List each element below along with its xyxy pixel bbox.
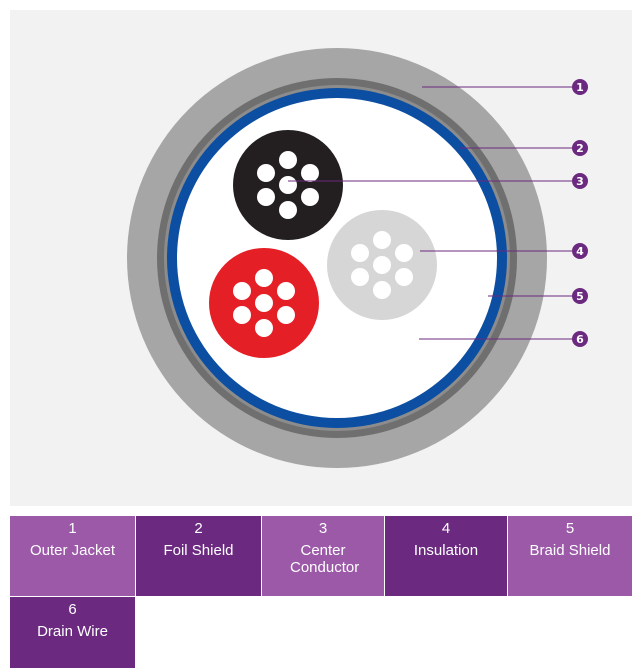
legend-item-foil-shield: 2 Foil Shield — [136, 516, 261, 596]
legend-number: 1 — [68, 520, 77, 537]
legend-label: Insulation — [413, 542, 479, 559]
callout-badge-2: 2 — [572, 140, 588, 156]
conductor-black — [233, 130, 343, 240]
callout-badge-4: 4 — [572, 243, 588, 259]
callout-badge-3: 3 — [572, 173, 588, 189]
legend-label: Outer Jacket — [29, 542, 116, 559]
callout-badge-6: 6 — [572, 331, 588, 347]
legend-label: Center Conductor — [290, 542, 360, 576]
cable-cross-section-diagram: 1 2 3 4 5 6 — [10, 10, 632, 506]
legend-number: 6 — [68, 601, 77, 618]
legend-item-outer-jacket: 1 Outer Jacket — [10, 516, 135, 596]
legend-number: 4 — [441, 520, 451, 537]
legend-item-insulation: 4 Insulation — [385, 516, 507, 596]
callout-badge-5: 5 — [572, 288, 588, 304]
legend-label: Drain Wire — [37, 623, 108, 640]
legend-number: 2 — [194, 520, 203, 537]
legend-label: Foil Shield — [163, 542, 234, 559]
legend-item-braid-shield: 5 Braid Shield — [508, 516, 632, 596]
svg-text:5: 5 — [576, 290, 584, 303]
legend-label: Braid Shield — [529, 542, 611, 559]
conductor-red — [209, 248, 319, 358]
svg-text:1: 1 — [576, 81, 584, 94]
conductor-white — [327, 210, 437, 320]
svg-text:6: 6 — [576, 333, 584, 346]
cable-svg: 1 2 3 4 5 6 — [127, 48, 588, 468]
legend-number: 5 — [565, 520, 575, 537]
legend-item-drain-wire: 6 Drain Wire — [10, 597, 135, 668]
legend-number: 3 — [318, 520, 328, 537]
svg-text:3: 3 — [576, 175, 584, 188]
svg-text:4: 4 — [576, 245, 584, 258]
svg-text:2: 2 — [576, 142, 584, 155]
callout-badge-1: 1 — [572, 79, 588, 95]
legend-item-center-conductor: 3 Center Conductor — [262, 516, 384, 596]
